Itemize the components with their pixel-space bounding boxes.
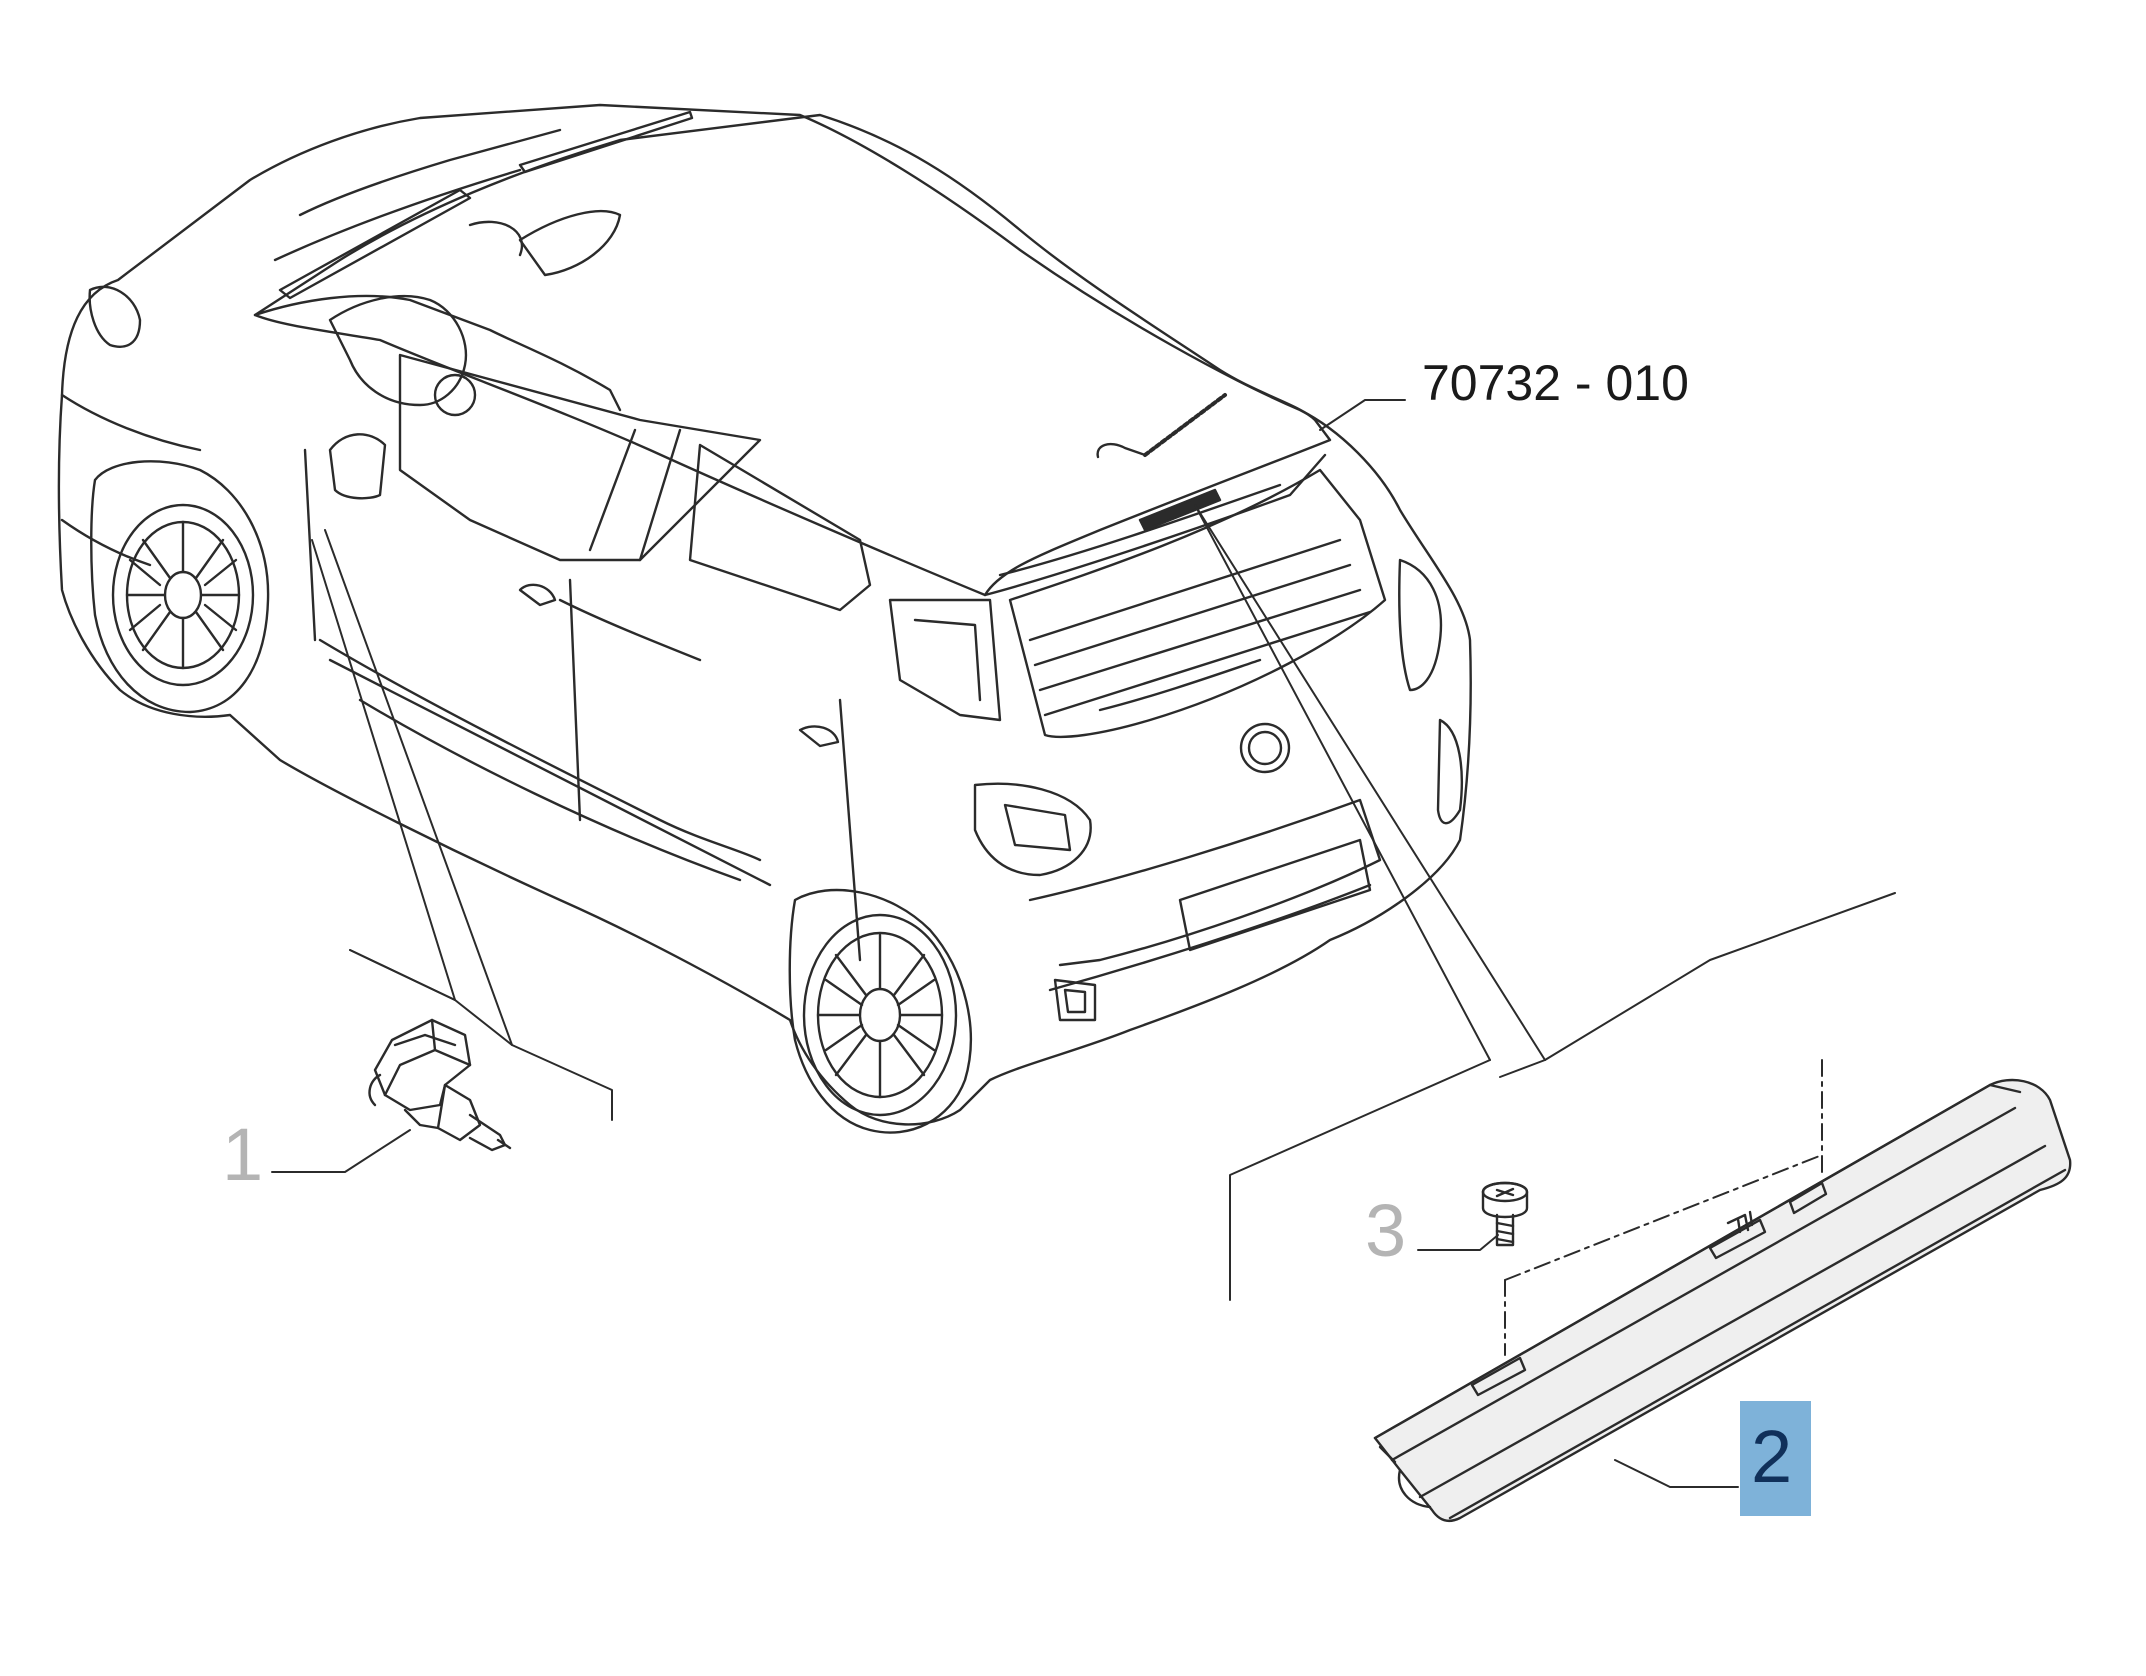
leader-lines	[271, 399, 1896, 1488]
part-number-2[interactable]: 2	[1751, 1415, 1793, 1498]
car-illustration	[57, 103, 1472, 1134]
part-number-3[interactable]: 3	[1365, 1189, 1407, 1272]
part-number-1[interactable]: 1	[222, 1113, 264, 1196]
third-brake-light-drawing	[1373, 1078, 2072, 1523]
brake-light-switch-drawing	[368, 1018, 512, 1152]
screw-drawing	[1481, 1181, 1529, 1247]
reference-code-label: 70732 - 010	[1422, 355, 1689, 411]
part-number-2-highlight[interactable]	[1740, 1401, 1811, 1516]
